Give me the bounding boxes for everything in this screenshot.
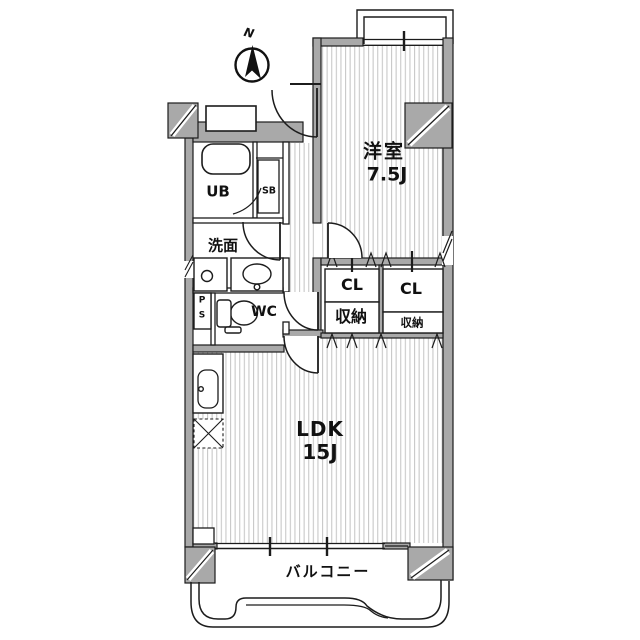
label-storage-left: 収納 <box>334 307 368 326</box>
compass-icon <box>234 45 270 83</box>
shoe-box <box>256 157 283 214</box>
washroom-door-arc <box>242 221 281 261</box>
label-washroom: 洗面 <box>207 236 239 255</box>
bath-door-arc <box>232 187 262 215</box>
door-swings <box>232 88 363 374</box>
label-closet-left: CL <box>341 275 363 294</box>
corner-wall-blocks <box>167 102 454 584</box>
entrance-door-arc <box>271 89 318 138</box>
ldk-door-arc <box>283 335 319 374</box>
wc-door-fill <box>284 292 318 330</box>
label-ldk-size: 15J <box>302 440 338 464</box>
refrigerator-space <box>193 418 224 449</box>
label-pipe-space-s: S <box>198 310 206 321</box>
wc-door-arc <box>283 291 319 331</box>
label-balcony: バルコニー <box>285 562 371 581</box>
toilet-icon <box>216 299 259 334</box>
label-pipe-space-p: P <box>198 295 206 306</box>
label-closet-right: CL <box>400 279 422 298</box>
label-unit-bath: UB <box>206 182 230 201</box>
meter-box <box>205 105 257 132</box>
label-western-room-size: 7.5J <box>366 163 408 186</box>
ldk-door-fill <box>284 336 318 373</box>
pipe-space-box <box>193 292 212 330</box>
wall-notch <box>192 527 215 545</box>
label-toilet: WC <box>251 304 277 320</box>
washing-machine-icon <box>193 257 228 292</box>
label-western-room: 洋室 <box>362 140 406 163</box>
balcony-railing <box>190 580 450 628</box>
label-ldk: LDK <box>296 417 344 441</box>
western-room-door-arc <box>327 222 363 259</box>
wall-vent-windows <box>184 230 453 278</box>
kitchen-sink-icon <box>192 353 224 414</box>
windows <box>215 31 443 556</box>
label-storage-right: 収納 <box>400 315 424 330</box>
bathtub-icon <box>201 143 251 175</box>
floor-hatching <box>193 46 443 543</box>
upper-balcony <box>356 9 454 44</box>
vanity-sink-icon <box>230 257 284 292</box>
western-room-door-fill <box>328 223 362 258</box>
label-shoe-box: SB <box>261 185 277 197</box>
